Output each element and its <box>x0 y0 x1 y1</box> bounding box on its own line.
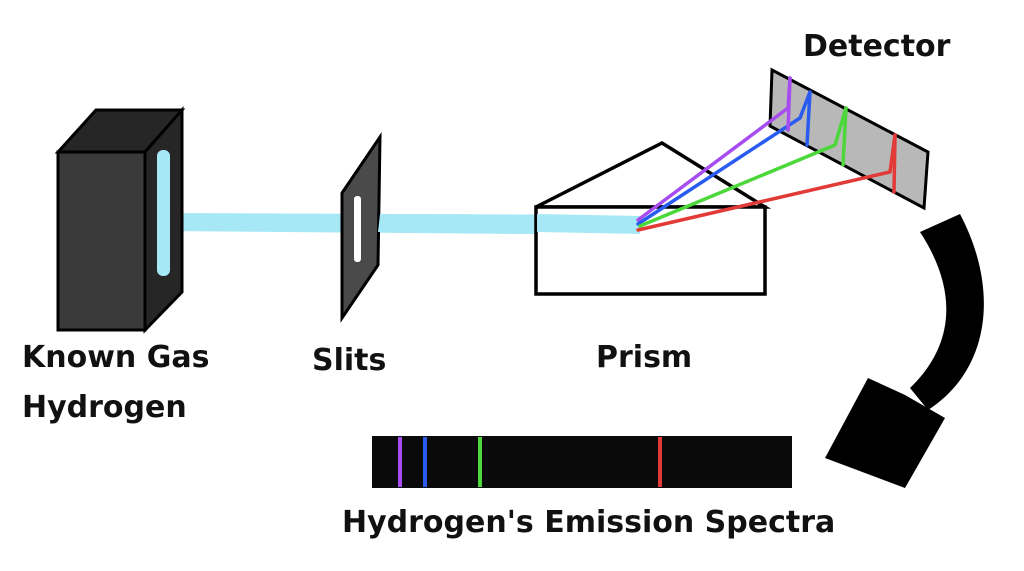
arrow-shaft <box>910 214 984 410</box>
source-label-line2: Hydrogen <box>22 390 187 425</box>
gas-lamp-box-icon <box>54 106 186 334</box>
box-front <box>56 150 147 332</box>
curved-arrow-icon <box>825 214 984 488</box>
blue-ray <box>636 90 812 226</box>
detector-label: Detector <box>803 29 951 64</box>
green-ray <box>638 106 848 228</box>
blue-line-on-detector <box>805 90 812 147</box>
spectrum-label: Hydrogen's Emission Spectra <box>342 505 836 540</box>
dispersed-rays <box>636 76 897 232</box>
arrow-head <box>825 378 945 488</box>
emission-spectrum <box>372 436 792 488</box>
detector-plate-icon <box>768 67 930 211</box>
source-label-line1: Known Gas <box>22 340 210 375</box>
slit-opening <box>354 196 361 262</box>
slit-plate-icon <box>340 132 382 323</box>
green-line-on-detector <box>841 106 848 167</box>
red-line-on-detector <box>892 133 897 194</box>
prism-label: Prism <box>596 340 693 375</box>
slits-label: Slits <box>312 343 387 378</box>
detector-plate <box>768 67 930 211</box>
light-beam-in-prism <box>537 214 640 234</box>
spectrum-line-blue <box>423 437 427 487</box>
violet-line-on-detector <box>786 76 792 132</box>
spectrum-line-violet <box>398 437 402 487</box>
spectrum-bar <box>372 436 792 488</box>
spectrum-line-green <box>478 437 482 487</box>
lamp-window <box>157 150 170 276</box>
spectrum-line-red <box>658 437 662 487</box>
